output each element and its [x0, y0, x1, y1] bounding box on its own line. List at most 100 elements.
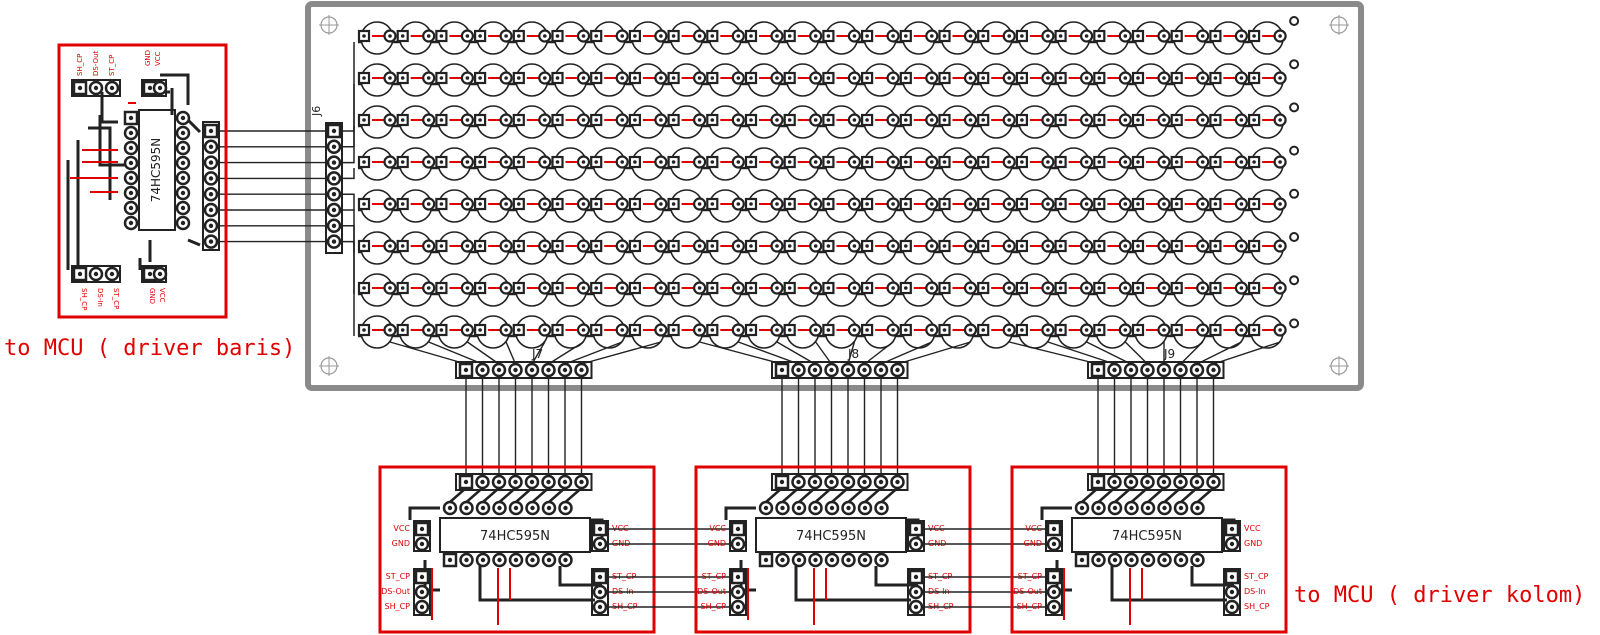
led: [938, 273, 978, 307]
row-wires: [217, 42, 355, 336]
led: [667, 189, 707, 223]
column-driver-ic-pin: [1157, 552, 1172, 568]
row-driver-ic: 74HC595N: [123, 109, 191, 231]
led: [1247, 273, 1287, 307]
led: [706, 63, 745, 97]
row-header-pin: [326, 202, 342, 218]
led: [822, 273, 862, 307]
led: [628, 189, 668, 223]
column-header-pin: [491, 362, 507, 378]
led: [396, 21, 436, 55]
column-left-label-2: ST_CP: [1018, 572, 1043, 581]
column-header-j8: J8: [771, 347, 909, 379]
led: [899, 21, 939, 55]
column-header-pin: [1140, 362, 1155, 378]
column-driver-out-pin: [1107, 474, 1122, 490]
led: [938, 189, 978, 223]
column-header-pin: [508, 362, 523, 378]
led: [357, 189, 397, 223]
column-driver-ic-pin: [459, 500, 474, 516]
led: [474, 189, 513, 223]
row-driver-out-pin: [203, 171, 219, 186]
led: [860, 189, 900, 223]
led: [938, 105, 978, 139]
led: [1131, 21, 1171, 55]
column-driver-ic-pin: [558, 500, 573, 516]
led: [899, 105, 939, 139]
led: [1170, 147, 1210, 181]
led: [396, 105, 436, 139]
led: [1209, 231, 1249, 265]
led: [1093, 105, 1132, 139]
column-header-pin: [458, 362, 474, 378]
column-driver-out-pin: [524, 474, 540, 490]
led: [396, 189, 436, 223]
led: [628, 63, 668, 97]
led: [1170, 21, 1210, 55]
column-driver-out-pin: [1173, 474, 1188, 490]
row-driver-traces: [66, 73, 202, 270]
led: [1131, 105, 1171, 139]
led: [977, 21, 1016, 55]
led: [783, 189, 823, 223]
column-driver-ic-label: 74HC595N: [1112, 529, 1182, 544]
led: [1015, 21, 1055, 55]
column-header-pin: [1206, 362, 1221, 378]
row-driver-ic-pin: [123, 215, 139, 231]
led: [1054, 63, 1094, 97]
led: [628, 231, 668, 265]
led: [1209, 105, 1249, 139]
column-driver-ic-pin: [808, 500, 823, 516]
column-header-pin: [791, 362, 806, 378]
column-left-label-3: DS-Out: [697, 587, 726, 596]
row-driver-ic-pin: [175, 125, 191, 141]
led: [1247, 189, 1287, 223]
led: [899, 147, 939, 181]
column-header-pin: [774, 362, 790, 378]
led: [590, 147, 629, 181]
led: [1170, 189, 1210, 223]
row-driver-out-pin: [203, 186, 219, 202]
column-driver-out-pin: [1206, 474, 1221, 490]
column-driver-ic-pin: [1091, 552, 1106, 568]
led: [628, 21, 668, 55]
led: [1131, 189, 1171, 223]
column-driver-out-pin: [890, 474, 905, 490]
led: [899, 189, 939, 223]
column-driver-ic-pin: [525, 552, 540, 568]
row-driver-ic-pin: [175, 155, 191, 171]
led: [1093, 315, 1132, 349]
column-driver-ic-label: 74HC595N: [796, 529, 866, 544]
column-driver-out-pin: [840, 474, 856, 490]
column-driver-out-pin: [475, 474, 490, 490]
column-driver-ic-pin: [824, 552, 840, 568]
led: [1093, 63, 1132, 97]
column-driver-ic-pin: [442, 500, 458, 516]
led: [706, 105, 745, 139]
led: [860, 231, 900, 265]
column-driver-out-pin: [824, 474, 839, 490]
column-header-pin: [857, 362, 872, 378]
led: [938, 21, 978, 55]
led: [1054, 315, 1094, 349]
column-driver-ic-pin: [492, 552, 507, 568]
led: [1015, 105, 1055, 139]
column-driver-ic-pin: [1190, 552, 1205, 568]
led: [357, 147, 397, 181]
column-left-label-1: GND: [392, 539, 410, 548]
column-right-label-4: SH_CP: [1244, 602, 1270, 611]
column-header-j9: J9: [1087, 347, 1225, 379]
led: [744, 273, 784, 307]
row-driver-ic-pin: [175, 200, 191, 216]
led: [628, 105, 668, 139]
led: [396, 147, 436, 181]
led: [435, 147, 474, 181]
row-header-label: J6: [310, 106, 323, 117]
led: [1054, 105, 1094, 139]
row-driver-board: 74HC595N SH_CP DS-Out ST_CP VCC GND SH_C…: [57, 43, 228, 319]
column-driver-ic-pin: [1091, 500, 1106, 516]
led: [744, 315, 784, 349]
led: [628, 315, 668, 349]
row-driver-ic-pin: [123, 185, 139, 201]
